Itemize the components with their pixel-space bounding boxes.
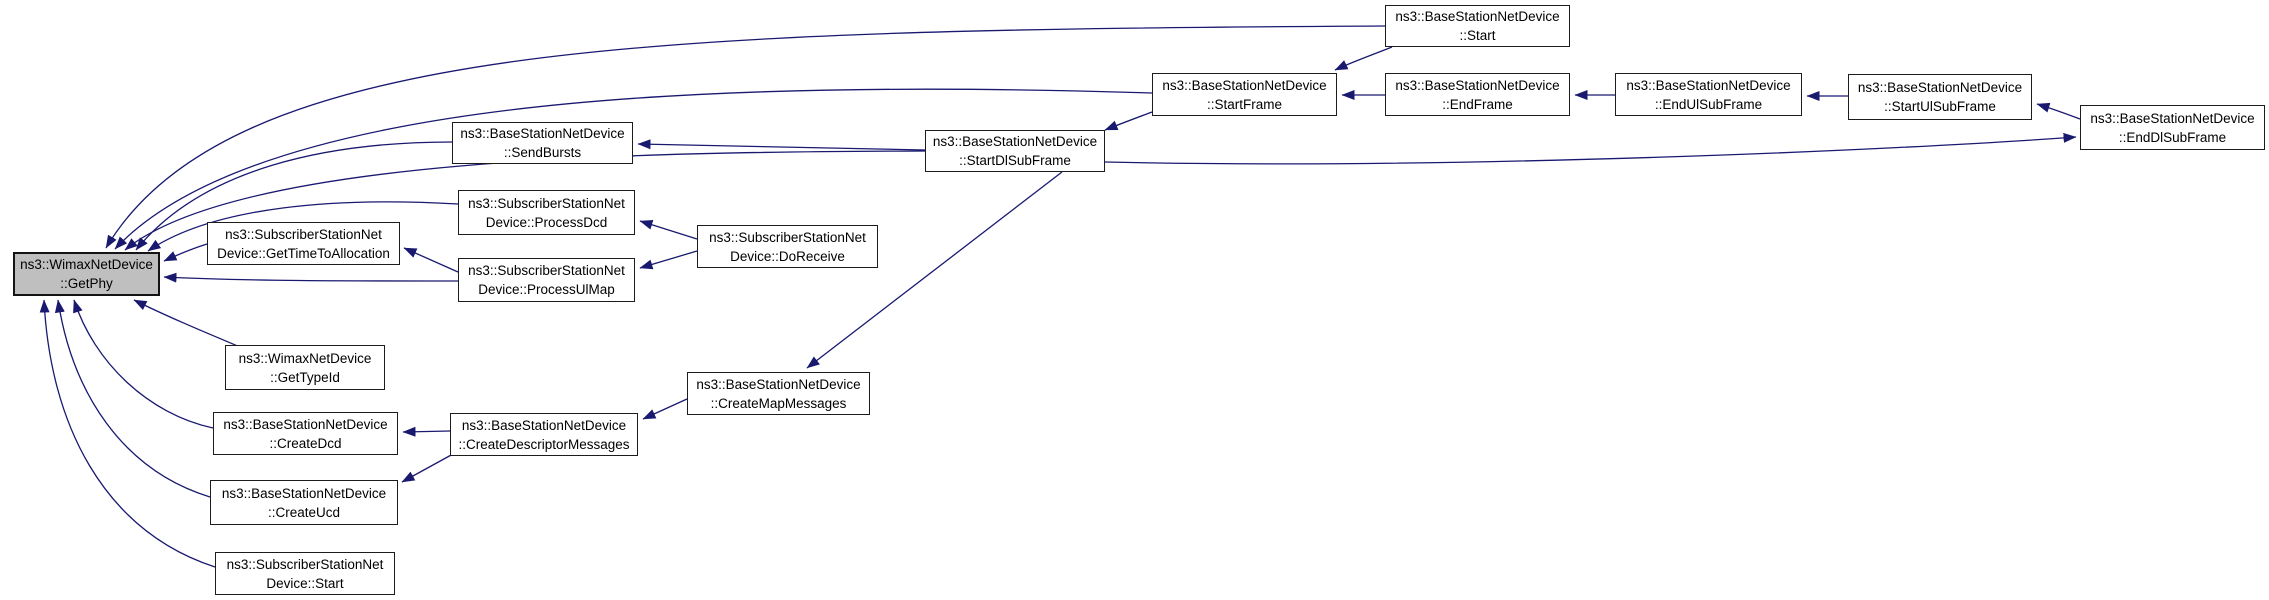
edge-createdcd-getphy xyxy=(73,299,214,429)
node-label-line2: ::EndUlSubFrame xyxy=(1654,96,1763,112)
node-label-line1: ns3::BaseStationNetDevice xyxy=(1857,80,2023,95)
node-label-line2: ::CreateMapMessages xyxy=(710,395,847,411)
node-label-line1: ns3::WimaxNetDevice xyxy=(238,350,372,366)
edge-processulmap-gettime xyxy=(403,247,459,273)
node-label-line1: ns3::BaseStationNetDevice xyxy=(1395,77,1560,93)
edge-createdesc-createucd xyxy=(401,453,454,483)
edge-doreceive-processdcd xyxy=(639,219,698,240)
edge-createmap-createdesc xyxy=(642,398,688,420)
node-label-line1: ns3::BaseStationNetDevice xyxy=(223,416,388,432)
node-label-line2: ::CreateDcd xyxy=(269,435,342,451)
edge-doreceive-processulmap xyxy=(639,250,698,270)
node-basestation-enddlsubframe[interactable]: ns3::BaseStationNetDevice ::EndDlSubFram… xyxy=(2080,105,2265,150)
node-label-line2: ::EndDlSubFrame xyxy=(2118,129,2227,145)
edge-createdesc-createdcd xyxy=(402,426,451,437)
node-subscriberstation-processdcd[interactable]: ns3::SubscriberStationNet Device::Proces… xyxy=(458,190,635,235)
edge-startframe-getphy xyxy=(114,88,1153,250)
node-basestation-endframe[interactable]: ns3::BaseStationNetDevice ::EndFrame xyxy=(1385,73,1570,116)
node-label-line2: ::GetTypeId xyxy=(270,369,340,385)
node-label-line1: ns3::BaseStationNetDevice xyxy=(221,485,387,501)
edge-bsstart-getphy xyxy=(105,25,1386,249)
edge-startdl-enddl xyxy=(1104,132,2077,165)
node-label-line2: Device::ProcessDcd xyxy=(485,214,608,230)
node-label-line1: ns3::SubscriberStationNet xyxy=(468,263,625,278)
node-label-line2: ::CreateUcd xyxy=(267,504,341,520)
node-label-line1: ns3::BaseStationNetDevice xyxy=(460,126,625,141)
node-basestation-createucd[interactable]: ns3::BaseStationNetDevice ::CreateUcd xyxy=(210,480,398,525)
node-wimaxnetdevice-gettypeid[interactable]: ns3::WimaxNetDevice ::GetTypeId xyxy=(225,345,385,390)
node-label-line1: ns3::BaseStationNetDevice xyxy=(2090,110,2255,126)
edge-startframe-startdl xyxy=(1104,111,1153,131)
node-label-line1: ns3::SubscriberStationNet xyxy=(225,226,382,242)
node-basestation-sendbursts[interactable]: ns3::BaseStationNetDevice ::SendBursts xyxy=(452,122,633,164)
node-label-line2: ::SendBursts xyxy=(503,145,582,160)
edge-bsstart-startframe xyxy=(1334,46,1393,71)
edge-startdl-getphy xyxy=(124,150,926,251)
node-basestation-startulsubframe[interactable]: ns3::BaseStationNetDevice ::StartUlSubFr… xyxy=(1848,74,2032,120)
node-label-line1: ns3::SubscriberStationNet xyxy=(468,195,625,211)
node-subscriberstation-start[interactable]: ns3::SubscriberStationNet Device::Start xyxy=(215,552,395,595)
node-label-line1: ns3::BaseStationNetDevice xyxy=(932,134,1098,149)
node-label-line2: Device::ProcessUlMap xyxy=(478,282,615,297)
node-basestation-createdcd[interactable]: ns3::BaseStationNetDevice ::CreateDcd xyxy=(213,412,398,455)
node-label-line2: ::StartFrame xyxy=(1206,96,1282,112)
node-label-line1: ns3::BaseStationNetDevice xyxy=(1162,77,1327,93)
edge-sendbursts-getphy xyxy=(135,141,453,251)
edge-startdl-sendbursts xyxy=(637,139,926,151)
edge-gettime-getphy xyxy=(163,243,208,262)
node-basestation-startdlsubframe[interactable]: ns3::BaseStationNetDevice ::StartDlSubFr… xyxy=(925,130,1105,172)
node-label-line1: ns3::WimaxNetDevice xyxy=(20,257,153,272)
node-label-line2: ::GetPhy xyxy=(60,276,113,291)
node-basestation-createdescriptormessages[interactable]: ns3::BaseStationNetDevice ::CreateDescri… xyxy=(450,413,638,456)
node-subscriberstation-doreceive[interactable]: ns3::SubscriberStationNet Device::DoRece… xyxy=(697,225,878,268)
node-basestation-endulsubframe[interactable]: ns3::BaseStationNetDevice ::EndUlSubFram… xyxy=(1615,73,1802,116)
edge-createucd-getphy xyxy=(54,299,211,498)
edge-startdl-createmap xyxy=(806,171,1063,369)
node-basestation-createmapmessages[interactable]: ns3::BaseStationNetDevice ::CreateMapMes… xyxy=(687,372,870,415)
node-basestation-startframe[interactable]: ns3::BaseStationNetDevice ::StartFrame xyxy=(1152,73,1337,116)
node-label-line1: ns3::BaseStationNetDevice xyxy=(1626,77,1791,93)
node-subscriberstation-processulmap[interactable]: ns3::SubscriberStationNet Device::Proces… xyxy=(458,258,635,302)
edge-processdcd-getphy xyxy=(147,201,459,252)
edge-ssstart-getphy xyxy=(39,299,216,568)
node-subscriberstation-gettimetoallocation[interactable]: ns3::SubscriberStationNet Device::GetTim… xyxy=(207,222,400,265)
node-label-line2: ::Start xyxy=(1459,28,1496,43)
node-wimaxnetdevice-getphy: ns3::WimaxNetDevice ::GetPhy xyxy=(13,252,160,296)
node-label-line2: ::StartDlSubFrame xyxy=(959,153,1071,168)
edge-enddl-startul xyxy=(2036,102,2081,120)
edge-processulmap-getphy xyxy=(163,272,459,283)
node-label-line2: Device::Start xyxy=(266,575,344,591)
node-label-line2: ::CreateDescriptorMessages xyxy=(458,436,630,452)
node-label-line1: ns3::BaseStationNetDevice xyxy=(461,417,627,433)
node-label-line1: ns3::BaseStationNetDevice xyxy=(1395,9,1560,24)
node-basestation-start[interactable]: ns3::BaseStationNetDevice ::Start xyxy=(1385,5,1570,47)
node-label-line2: Device::GetTimeToAllocation xyxy=(217,245,390,261)
edge-gettypeid-getphy xyxy=(133,299,241,348)
node-label-line2: Device::DoReceive xyxy=(730,248,845,264)
node-label-line1: ns3::BaseStationNetDevice xyxy=(696,376,861,392)
node-label-line1: ns3::SubscriberStationNet xyxy=(709,229,866,245)
node-label-line2: ::StartUlSubFrame xyxy=(1884,99,1996,114)
node-label-line1: ns3::SubscriberStationNet xyxy=(226,556,384,572)
node-label-line2: ::EndFrame xyxy=(1442,96,1513,112)
